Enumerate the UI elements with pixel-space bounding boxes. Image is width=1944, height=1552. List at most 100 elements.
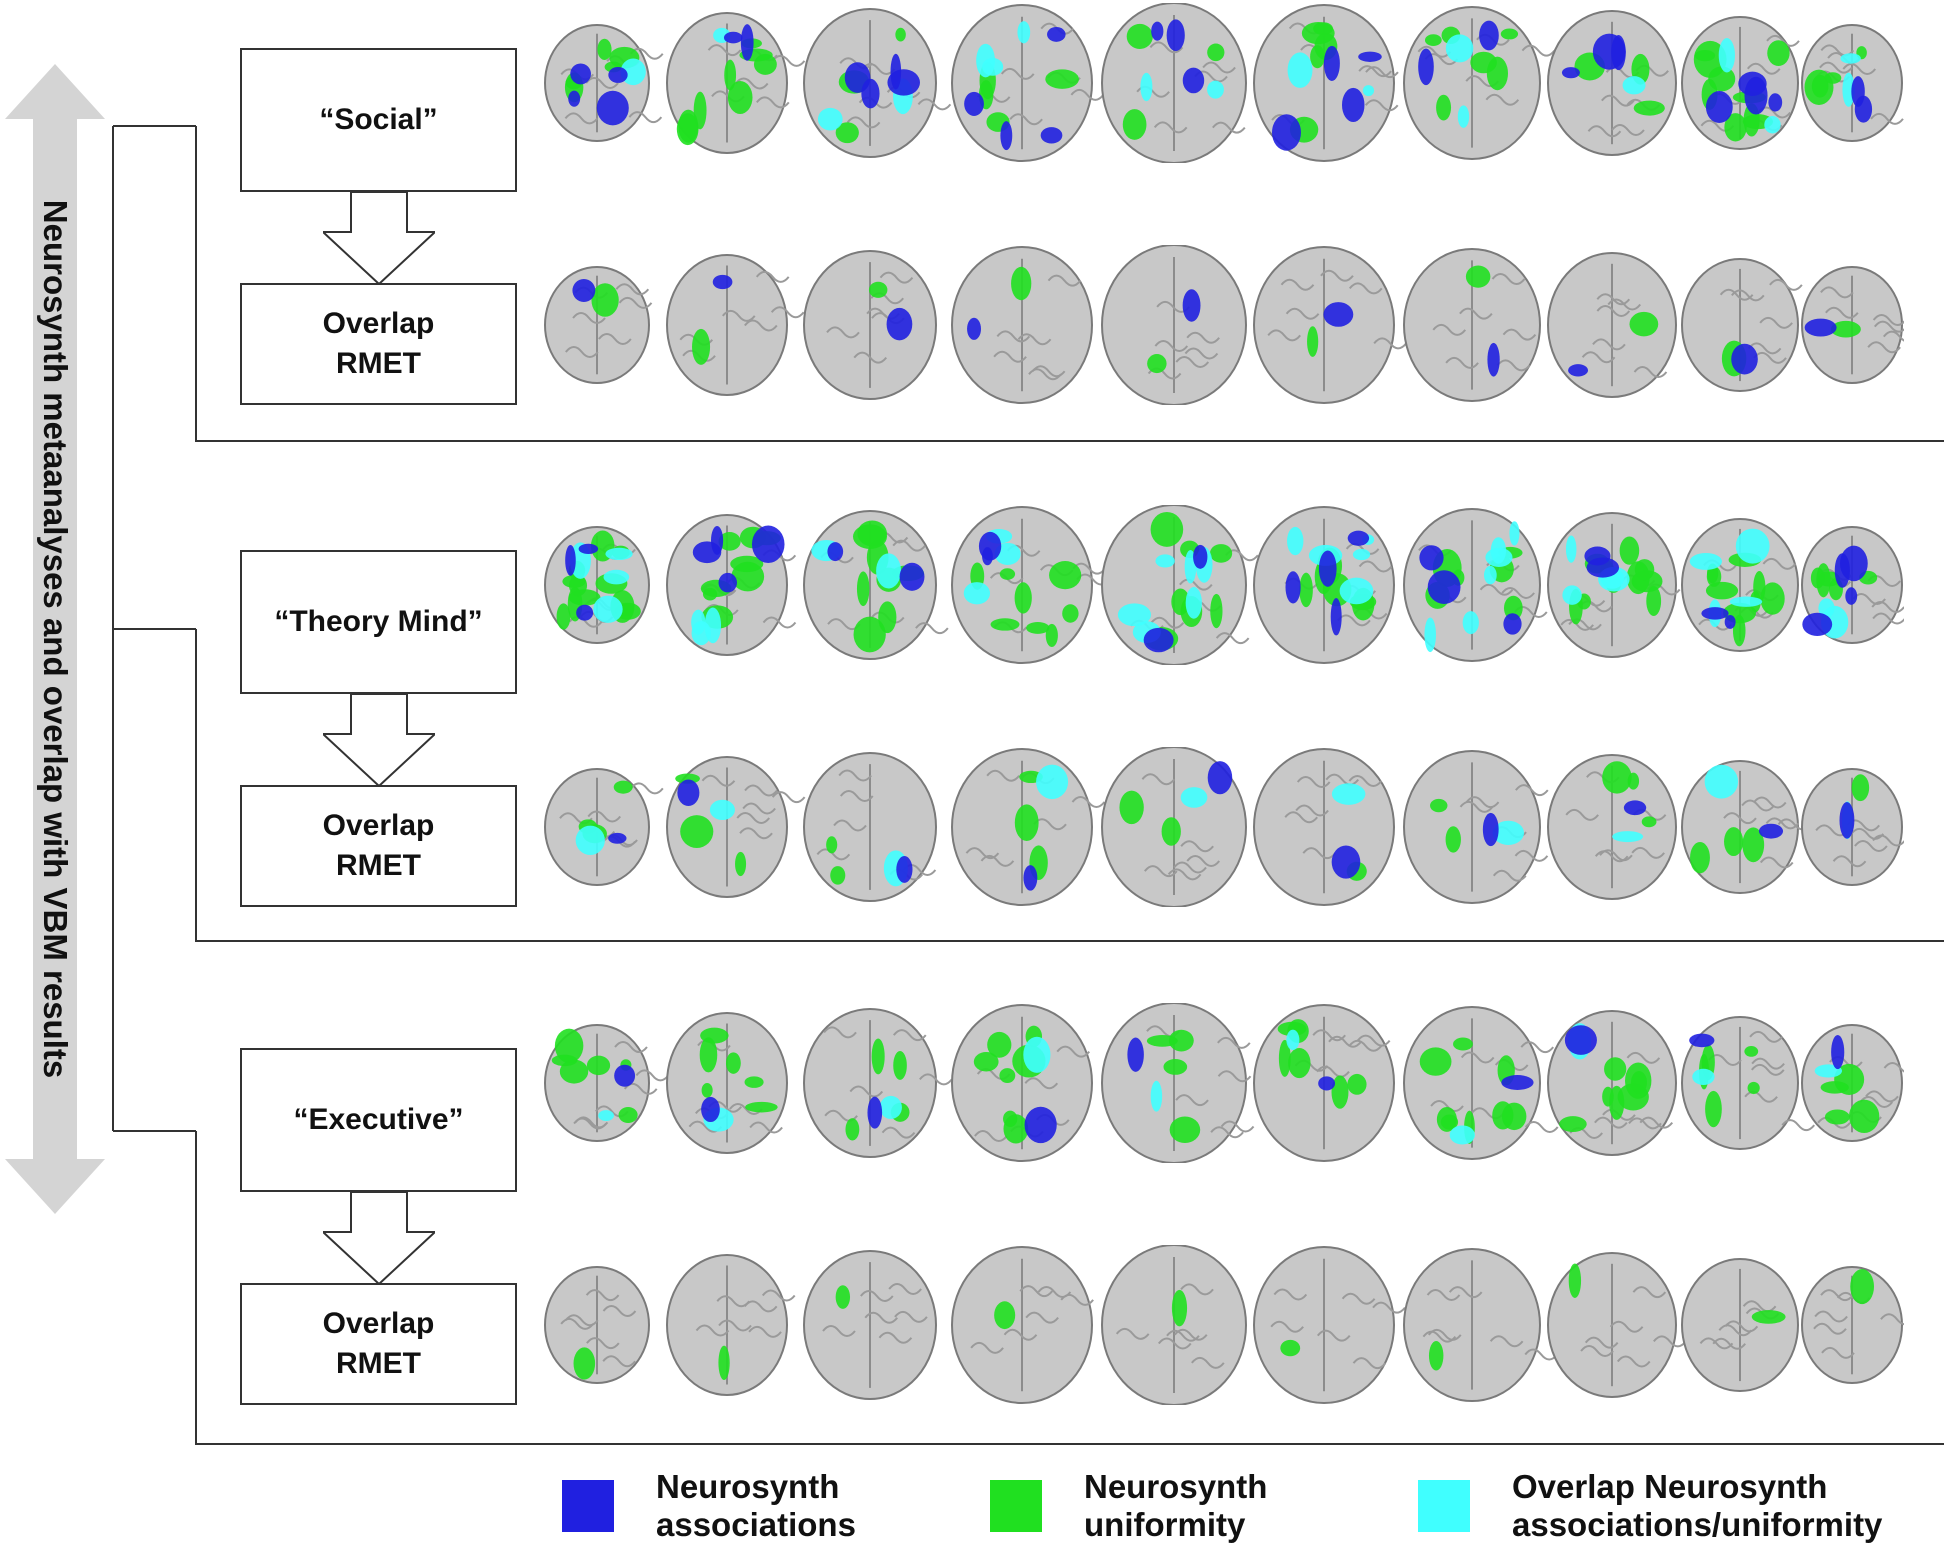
brain-slice [1801,1024,1904,1142]
brain-slice [951,246,1093,404]
section-title-box: “Executive” [240,1048,517,1192]
section-theory-mind: “Theory Mind” Overlap RMET [0,505,1944,1030]
overlap-label: Overlap [322,306,435,340]
overlap-label: Overlap [322,1306,435,1340]
legend-swatch [990,1479,1042,1532]
brain-slices-meta [544,3,1904,163]
brain-slice [1681,258,1803,392]
legend: Neurosynth associations Neurosynth unifo… [0,1468,1944,1552]
brain-slice [1547,252,1677,398]
brain-slices-overlap [544,747,1904,907]
brain-slice [1801,1266,1904,1384]
brain-slice [1547,1252,1687,1398]
brain-slice [951,506,1110,664]
legend-label: Overlap Neurosynth [1512,1468,1828,1505]
legend-item-overlap: Overlap Neurosynth associations/uniformi… [1418,1468,1882,1544]
brain-slice [1681,1258,1799,1392]
brain-slice [1801,526,1904,644]
brain-slice [1403,6,1556,160]
brain-slice [1101,1245,1247,1405]
rmet-label: RMET [335,1347,421,1380]
brain-slice [951,1246,1094,1404]
section-executive: “Executive” Overlap RMET [0,1003,1944,1528]
brain-slice [803,250,937,400]
overlap-box: Overlap RMET [240,283,517,405]
legend-label: associations/uniformity [1512,1505,1883,1543]
down-arrow-icon [323,1192,435,1284]
brain-slice [1253,4,1399,162]
brain-slice [1253,748,1395,906]
brain-slice [1801,24,1904,142]
brain-slice [666,1012,788,1154]
brain-slice [1403,1006,1559,1160]
brain-slice [951,748,1106,906]
brain-slice [1253,246,1407,404]
brain-slice [544,768,664,886]
brain-slice [1547,10,1677,156]
section-social: “Social” Overlap RMET [0,3,1944,528]
brain-slice [1801,266,1904,384]
legend-swatch [1418,1479,1470,1532]
brain-slice [803,510,949,660]
brain-slice [544,1024,670,1142]
brain-slice [1403,750,1549,904]
brain-slices-meta [544,1003,1904,1163]
brain-slices-overlap [544,1245,1904,1405]
brain-slice [1681,518,1799,652]
brain-slice [544,1266,650,1384]
brain-slice [1403,1248,1559,1402]
section-title: “Social” [319,102,438,136]
brain-slice [1403,248,1541,402]
section-title-box: “Theory Mind” [240,550,517,694]
brain-slice [1681,760,1812,894]
brain-slice [1101,505,1259,665]
rmet-label: RMET [335,347,421,380]
overlap-label: Overlap [322,808,435,842]
brain-slice [1547,512,1681,658]
brain-slice [666,756,806,898]
brain-slices-overlap [544,245,1904,405]
brain-slice [1547,1010,1677,1156]
brain-slice [803,752,937,902]
brain-slice [1101,245,1247,405]
section-title: “Theory Mind” [274,604,483,638]
brain-slice [1101,1003,1255,1163]
brain-slices-meta [544,505,1904,665]
overlap-box: Overlap RMET [240,785,517,907]
brain-slice [1253,1004,1395,1162]
down-arrow-icon [323,192,435,284]
brain-slice [1253,506,1395,664]
brain-slice [544,266,653,384]
legend-label: associations [656,1505,856,1543]
brain-slice [1101,747,1247,907]
brain-slice [666,1254,796,1396]
brain-slice [803,1250,937,1400]
brain-slice [666,254,805,396]
brain-slice [951,4,1105,162]
section-title: “Executive” [293,1102,464,1136]
brain-slice [1681,16,1800,150]
brain-slice [1253,1246,1406,1404]
rmet-label: RMET [335,849,421,882]
down-arrow-icon [323,694,435,786]
side-double-arrow [5,64,105,1214]
brain-slice [544,526,650,644]
section-title-box: “Social” [240,48,517,192]
brain-slice [1547,754,1677,900]
legend-label: Neurosynth [1084,1468,1268,1505]
legend-label: Neurosynth [656,1468,840,1505]
brain-slice [1101,3,1247,163]
brain-slice [951,1004,1093,1162]
brain-slice [1801,768,1904,886]
brain-slice [803,8,952,158]
brain-slice [1403,508,1548,662]
brain-slice [666,514,797,656]
legend-swatch [562,1479,614,1532]
brain-slice [1681,1016,1816,1150]
legend-item-uniformity: Neurosynth uniformity [990,1468,1267,1544]
brain-slice [666,12,806,154]
brain-slice [803,1008,953,1158]
brain-slice [544,24,664,142]
legend-item-associations: Neurosynth associations [562,1468,856,1544]
